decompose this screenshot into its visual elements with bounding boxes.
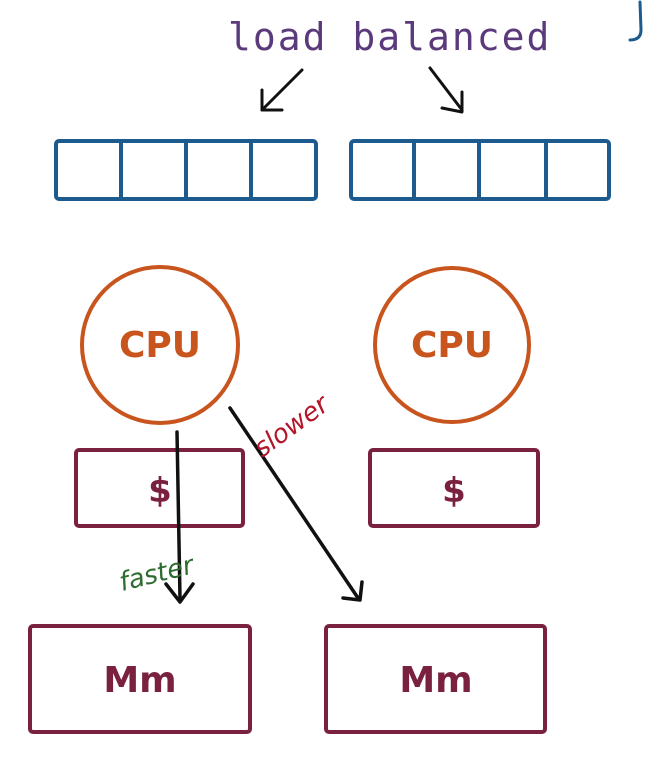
task-queue-left	[54, 139, 318, 201]
title-arrow-right	[428, 66, 464, 112]
task-queue-right	[349, 139, 611, 201]
memory-right: Mm	[324, 624, 547, 734]
memory-left-label: Mm	[103, 660, 176, 701]
memory-left: Mm	[28, 624, 252, 734]
cache-left-label: $	[148, 471, 172, 511]
title-arrow-left	[260, 68, 304, 112]
slower-arrow-head	[341, 580, 364, 602]
slower-arrow	[228, 406, 360, 600]
faster-arrow-head	[164, 582, 195, 604]
cache-right-label: $	[442, 471, 466, 511]
slower-annotation: slower	[248, 388, 336, 463]
title-arrow-left-head	[260, 88, 284, 112]
cpu-left: CPU	[80, 265, 240, 425]
cpu-left-label: CPU	[119, 325, 201, 366]
title-arrow-right-head	[440, 90, 464, 114]
cache-right: $	[368, 448, 540, 528]
cache-left: $	[74, 448, 245, 528]
bracket-fragment	[628, 0, 643, 42]
faster-arrow	[175, 430, 182, 600]
diagram-title: load balanced	[228, 15, 551, 59]
cpu-right: CPU	[373, 266, 531, 424]
memory-right-label: Mm	[399, 660, 472, 701]
cpu-right-label: CPU	[411, 325, 493, 366]
